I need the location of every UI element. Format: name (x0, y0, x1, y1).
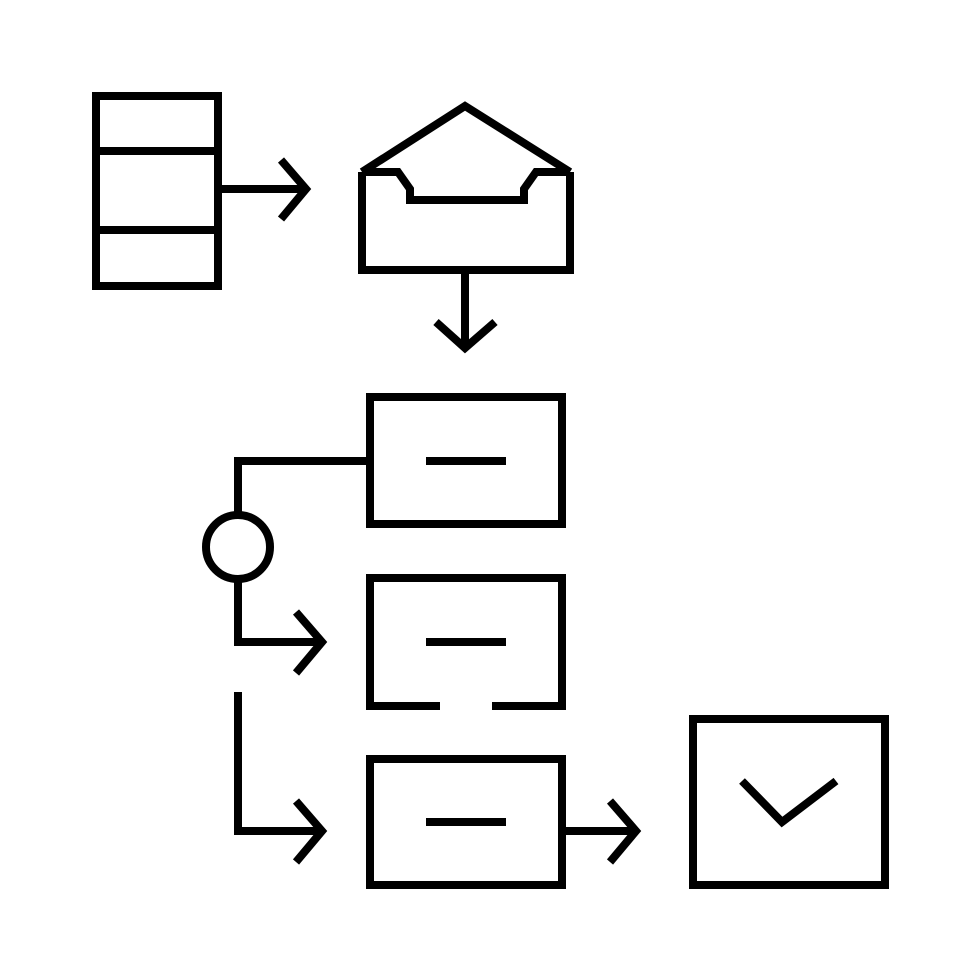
checkmark-box-icon (689, 715, 889, 889)
connector-line (234, 457, 370, 516)
arrow-down-icon (433, 270, 498, 354)
process-box-icon (366, 755, 566, 889)
database-icon (92, 92, 222, 290)
process-box-icon (366, 393, 566, 528)
arrow-right-icon (234, 692, 328, 865)
circle-node-icon (202, 511, 274, 583)
process-box-with-gap-icon (366, 574, 566, 710)
open-envelope-inbox-icon (358, 101, 574, 274)
arrow-right-icon (234, 579, 328, 676)
arrow-right-icon (562, 798, 642, 865)
arrow-right-icon (218, 157, 312, 222)
